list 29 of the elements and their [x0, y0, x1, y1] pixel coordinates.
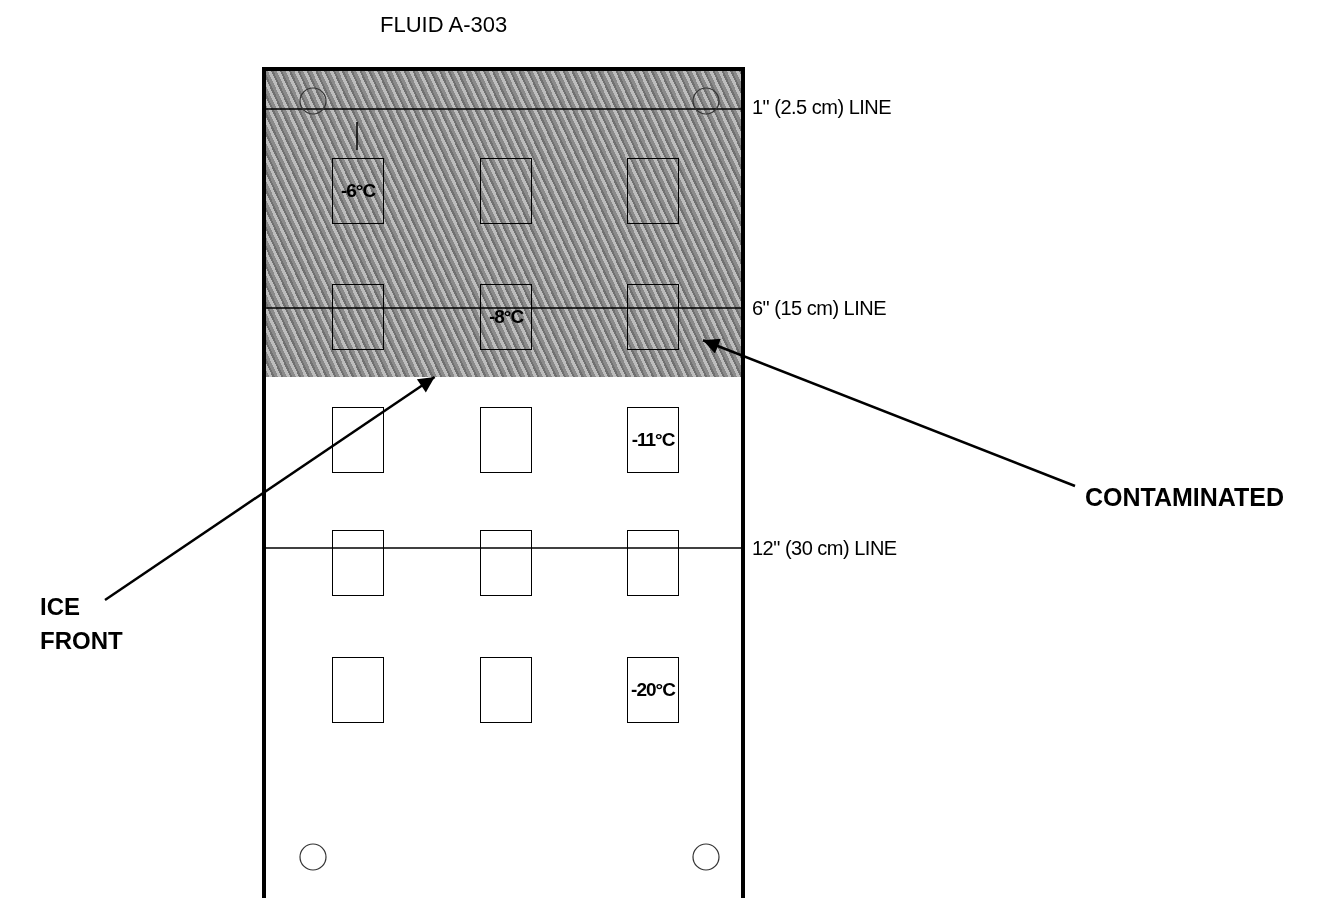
callout-text: ICE FRONT [40, 590, 150, 660]
sensor-rectangle [627, 284, 679, 350]
leader-arrow [702, 338, 1076, 488]
sensor-rectangle [332, 284, 384, 350]
sensor-rectangle [627, 657, 679, 723]
line-label: 1" (2.5 cm) LINE [752, 96, 892, 119]
test-plate [262, 67, 745, 898]
temperature-label: -20°C [631, 679, 675, 701]
sensor-rectangle [332, 407, 384, 473]
sensor-rectangle [627, 530, 679, 596]
line-label: 6" (15 cm) LINE [752, 297, 887, 320]
sensor-rectangle [480, 158, 532, 224]
sensor-rectangle [480, 407, 532, 473]
sensor-rectangle [332, 158, 384, 224]
temperature-label: -11°C [631, 429, 675, 451]
sensor-rectangle [480, 284, 532, 350]
sensor-rectangle [627, 407, 679, 473]
temperature-label: -8°C [488, 306, 524, 328]
sensor-rectangle [480, 657, 532, 723]
diagram-title: FLUID A-303 [380, 12, 508, 38]
sensor-rectangle [480, 530, 532, 596]
sensor-rectangle [627, 158, 679, 224]
contaminated-area [266, 71, 741, 377]
sensor-rectangle [332, 657, 384, 723]
callout-text: CONTAMINATED [1085, 480, 1323, 520]
sensor-rectangle [332, 530, 384, 596]
line-label: 12" (30 cm) LINE [752, 537, 897, 560]
temperature-label: -6°C [340, 180, 376, 202]
leader-arrow [104, 375, 436, 602]
